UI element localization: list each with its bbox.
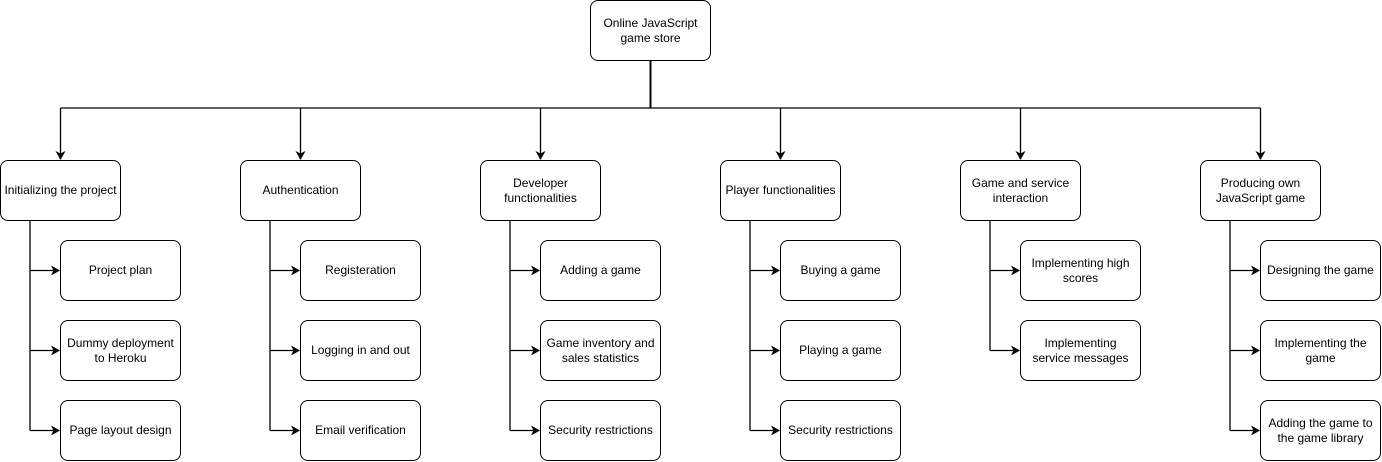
leaf-node-dev-3[interactable]: Security restrictions <box>540 400 661 461</box>
root-node[interactable]: Online JavaScript game store <box>590 0 711 61</box>
branch-node-player[interactable]: Player functionalities <box>720 160 841 221</box>
leaf-node-auth-2[interactable]: Logging in and out <box>300 320 421 381</box>
root-node-label: Online JavaScript game store <box>603 15 698 45</box>
leaf-node-init-3[interactable]: Page layout design <box>60 400 181 461</box>
leaf-node-own-game-2[interactable]: Implementing the game <box>1260 320 1381 381</box>
leaf-node-init-3-label: Page layout design <box>69 423 172 437</box>
leaf-node-init-1-label: Project plan <box>88 263 153 277</box>
branch-node-player-label: Player functionalities <box>725 183 836 197</box>
leaf-node-player-2[interactable]: Playing a game <box>780 320 901 381</box>
branch-node-interaction[interactable]: Game and service interaction <box>960 160 1081 221</box>
leaf-node-player-1[interactable]: Buying a game <box>780 240 901 301</box>
leaf-node-interaction-1-label: Implementing high scores <box>1031 255 1130 285</box>
leaf-node-own-game-2-label: Implementing the game <box>1274 335 1367 365</box>
leaf-node-dev-3-label: Security restrictions <box>548 423 653 437</box>
leaf-node-auth-1[interactable]: Registeration <box>300 240 421 301</box>
leaf-node-interaction-2-label: Implementing service messages <box>1032 335 1129 365</box>
leaf-node-own-game-3[interactable]: Adding the game to the game library <box>1260 400 1381 461</box>
leaf-node-auth-2-label: Logging in and out <box>311 343 410 357</box>
leaf-node-auth-1-label: Registeration <box>325 263 396 277</box>
leaf-node-own-game-1[interactable]: Designing the game <box>1260 240 1381 301</box>
leaf-node-own-game-1-label: Designing the game <box>1267 263 1374 277</box>
branch-node-auth-label: Authentication <box>262 183 339 197</box>
leaf-node-init-2-label: Dummy deployment to Heroku <box>67 335 174 365</box>
branch-node-own-game[interactable]: Producing own JavaScript game <box>1200 160 1321 221</box>
leaf-node-init-2[interactable]: Dummy deployment to Heroku <box>60 320 181 381</box>
branch-node-dev-label: Developer functionalities <box>504 175 577 205</box>
leaf-node-interaction-1[interactable]: Implementing high scores <box>1020 240 1141 301</box>
branch-node-dev[interactable]: Developer functionalities <box>480 160 601 221</box>
leaf-node-player-3-label: Security restrictions <box>788 423 893 437</box>
leaf-node-player-1-label: Buying a game <box>800 263 881 277</box>
leaf-node-own-game-3-label: Adding the game to the game library <box>1268 415 1373 445</box>
leaf-node-auth-3[interactable]: Email verification <box>300 400 421 461</box>
leaf-node-interaction-2[interactable]: Implementing service messages <box>1020 320 1141 381</box>
leaf-node-dev-2-label: Game inventory and sales statistics <box>546 335 655 365</box>
leaf-node-dev-1-label: Adding a game <box>560 263 641 277</box>
branch-node-init[interactable]: Initializing the project <box>0 160 121 221</box>
branch-node-init-label: Initializing the project <box>4 183 117 197</box>
leaf-node-init-1[interactable]: Project plan <box>60 240 181 301</box>
leaf-node-dev-2[interactable]: Game inventory and sales statistics <box>540 320 661 381</box>
leaf-node-auth-3-label: Email verification <box>315 423 406 437</box>
branch-node-own-game-label: Producing own JavaScript game <box>1215 175 1306 205</box>
leaf-node-dev-1[interactable]: Adding a game <box>540 240 661 301</box>
leaf-node-player-2-label: Playing a game <box>799 343 882 357</box>
branch-node-auth[interactable]: Authentication <box>240 160 361 221</box>
leaf-node-player-3[interactable]: Security restrictions <box>780 400 901 461</box>
branch-node-interaction-label: Game and service interaction <box>971 175 1070 205</box>
